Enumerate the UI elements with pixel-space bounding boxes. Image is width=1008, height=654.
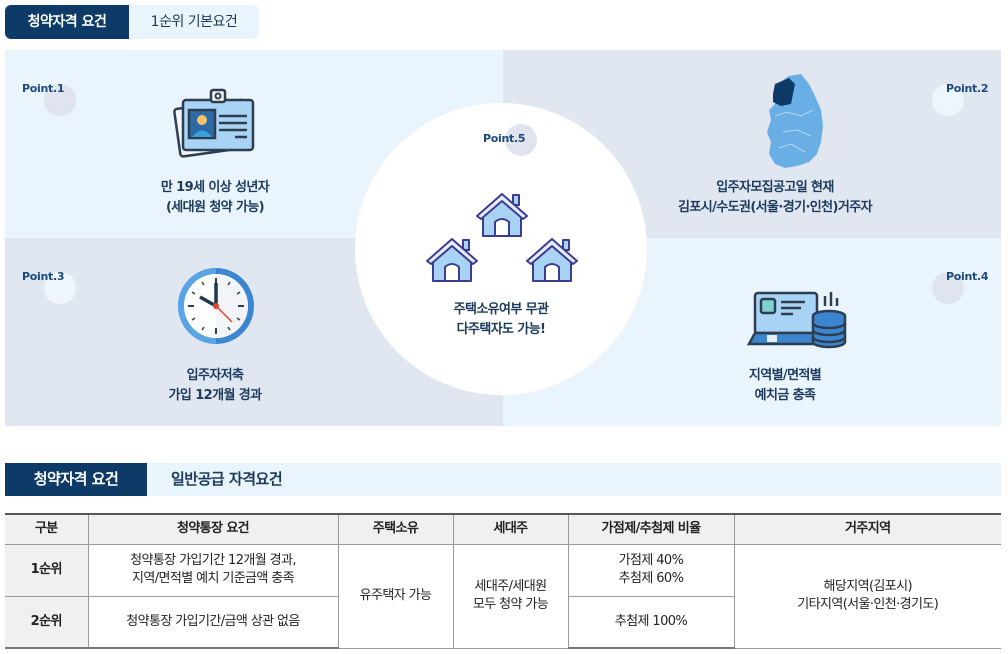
point-4-caption: 지역별/면적별 예치금 충족 — [748, 368, 822, 403]
korea-map-icon — [767, 74, 823, 168]
requirements-table: 구분 청약통장 요건 주택소유 세대주 가점제/추첨제 비율 거주지역 1순위 … — [5, 513, 1001, 649]
rank-cell: 1순위 — [5, 543, 89, 597]
account-cell: 청약통장 가입기간/금액 상관 없음 — [87, 595, 339, 649]
clock-icon — [178, 268, 254, 344]
housing-cell: 유주택자 가능 — [337, 543, 454, 649]
section-tab-subscription-requirements[interactable]: 청약자격 요건 — [5, 463, 147, 496]
point-4-badge: Point.4 — [932, 270, 989, 304]
houses-icon — [426, 193, 578, 282]
region-cell: 해당지역(김포시) 기타지역(서울·인천·경기도) — [733, 543, 1001, 649]
header-rank: 구분 — [5, 513, 89, 545]
header-account: 청약통장 요건 — [87, 513, 339, 545]
account-cell: 청약통장 가입기간 12개월 경과, 지역/면적별 예치 기준금액 충족 — [87, 543, 339, 597]
point-5-circle — [355, 103, 647, 395]
general-supply-header: 청약자격 요건 일반공급 자격요건 — [5, 463, 1001, 496]
point-1-caption: 만 19세 이상 성년자 (세대원 청약 가능) — [160, 180, 270, 215]
header-ratio: 가점제/추첨제 비율 — [567, 513, 735, 545]
header-region: 거주지역 — [733, 513, 1001, 545]
id-card-icon — [173, 88, 255, 158]
point-2-caption: 입주자모집공고일 현재 김포시/수도권(서울·경기·인천)거주자 — [678, 180, 873, 215]
deposit-savings-icon — [747, 291, 847, 349]
point-3-caption: 입주자저축 가입 12개월 경과 — [168, 368, 263, 403]
point-5-caption: 주택소유여부 무관 다주택자도 가능! — [453, 302, 549, 337]
tab-subscription-requirements[interactable]: 청약자격 요건 — [5, 5, 129, 39]
header-householder: 세대주 — [452, 513, 569, 545]
tab-first-rank-basic[interactable]: 1순위 기본요건 — [129, 5, 259, 39]
table-row: 1순위 청약통장 가입기간 12개월 경과, 지역/면적별 예치 기준금액 충족… — [5, 543, 1001, 649]
point-5-badge: Point.5 — [483, 124, 537, 156]
points-panel: Point.1 만 19세 이상 성년자 (세대원 청약 가능) Point.2… — [5, 50, 1001, 426]
header-housing: 주택소유 — [337, 513, 454, 545]
householder-cell: 세대주/세대원 모두 청약 가능 — [452, 543, 569, 649]
ratio-cell: 가점제 40% 추첨제 60% — [567, 543, 735, 597]
ratio-cell: 추첨제 100% — [567, 595, 734, 649]
rank-cell: 2순위 — [5, 595, 89, 649]
point-1-badge: Point.1 — [22, 82, 76, 116]
point-2-badge: Point.2 — [932, 82, 989, 116]
table-row: 2순위 청약통장 가입기간/금액 상관 없음 추첨제 100% — [5, 595, 1001, 649]
top-tab-bar: 청약자격 요건 1순위 기본요건 — [5, 5, 259, 39]
point-3-badge: Point.3 — [22, 270, 76, 304]
table-header-row: 구분 청약통장 요건 주택소유 세대주 가점제/추첨제 비율 거주지역 — [5, 513, 1001, 545]
section-title: 일반공급 자격요건 — [171, 470, 283, 488]
